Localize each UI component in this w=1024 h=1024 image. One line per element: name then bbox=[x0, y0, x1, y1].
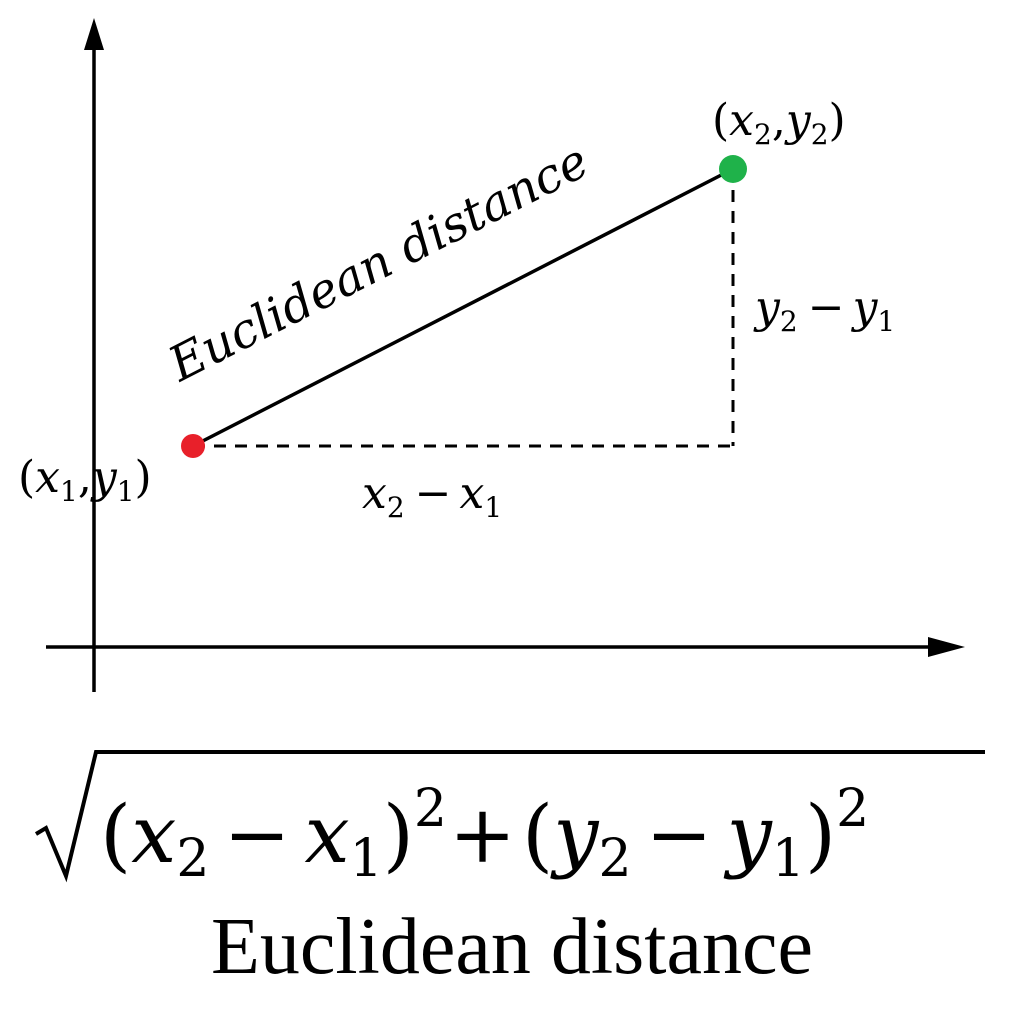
formula-radicand: (x2−x1)2+(y2−y1)2 bbox=[100, 779, 869, 889]
axes bbox=[46, 18, 965, 692]
caption: Euclidean distance bbox=[211, 903, 813, 991]
segment-label: Euclidean distance bbox=[159, 133, 597, 393]
point-1-label: (x1,y1) bbox=[18, 452, 152, 508]
point-2-label: (x2,y2) bbox=[712, 95, 846, 151]
square-root-sign-icon bbox=[34, 750, 985, 883]
point-1-marker bbox=[181, 434, 205, 458]
dy-label: y2−y1 bbox=[753, 282, 895, 338]
point-2-marker bbox=[719, 155, 747, 183]
dx-label: x2−x1 bbox=[362, 468, 502, 524]
distance-segment bbox=[192, 167, 734, 448]
distance-formula: (x2−x1)2+(y2−y1)2 bbox=[34, 750, 985, 889]
x-axis-arrow-icon bbox=[928, 637, 965, 657]
y-axis-arrow-icon bbox=[84, 18, 104, 50]
